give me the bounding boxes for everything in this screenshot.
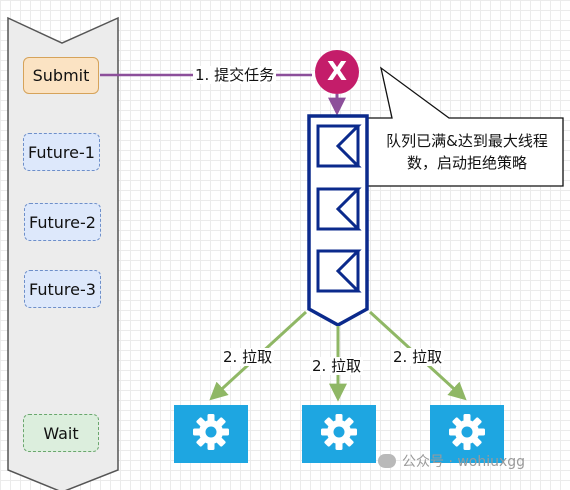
- watermark-text: 公众号 · wohiuxgg: [402, 454, 526, 470]
- wechat-icon: [378, 454, 396, 468]
- gear-icon: [447, 412, 487, 456]
- future-label: Future-1: [28, 142, 95, 162]
- pull-label-left: 2. 拉取: [221, 348, 275, 366]
- reject-circle: [315, 50, 359, 94]
- pull-label-middle: 2. 拉取: [310, 357, 364, 375]
- queue-slot-1: [316, 124, 362, 168]
- reject-marker: X: [326, 57, 348, 87]
- pull-label-right: 2. 拉取: [391, 348, 445, 366]
- worker-thread-2: [302, 405, 376, 463]
- reject-note: 队列已满&达到最大线程数，启动拒绝策略: [386, 132, 548, 172]
- wait-label: Wait: [43, 423, 79, 443]
- gear-icon: [191, 412, 231, 456]
- future-label: Future-3: [29, 279, 96, 299]
- future-2-node: Future-2: [24, 203, 101, 241]
- future-1-node: Future-1: [23, 133, 100, 171]
- submit-task-label: 1. 提交任务: [193, 66, 277, 84]
- future-3-node: Future-3: [24, 270, 101, 308]
- wait-node: Wait: [23, 414, 99, 452]
- worker-thread-3: [430, 405, 504, 463]
- future-label: Future-2: [29, 212, 96, 232]
- watermark: 公众号 · wohiuxgg: [378, 451, 525, 471]
- gear-icon: [319, 412, 359, 456]
- worker-thread-1: [174, 405, 248, 463]
- queue-slot-3: [316, 249, 362, 293]
- queue-slot-2: [316, 187, 362, 231]
- submit-label: Submit: [32, 66, 90, 85]
- reject-note-callout: [362, 66, 564, 187]
- submit-node[interactable]: Submit: [23, 57, 99, 94]
